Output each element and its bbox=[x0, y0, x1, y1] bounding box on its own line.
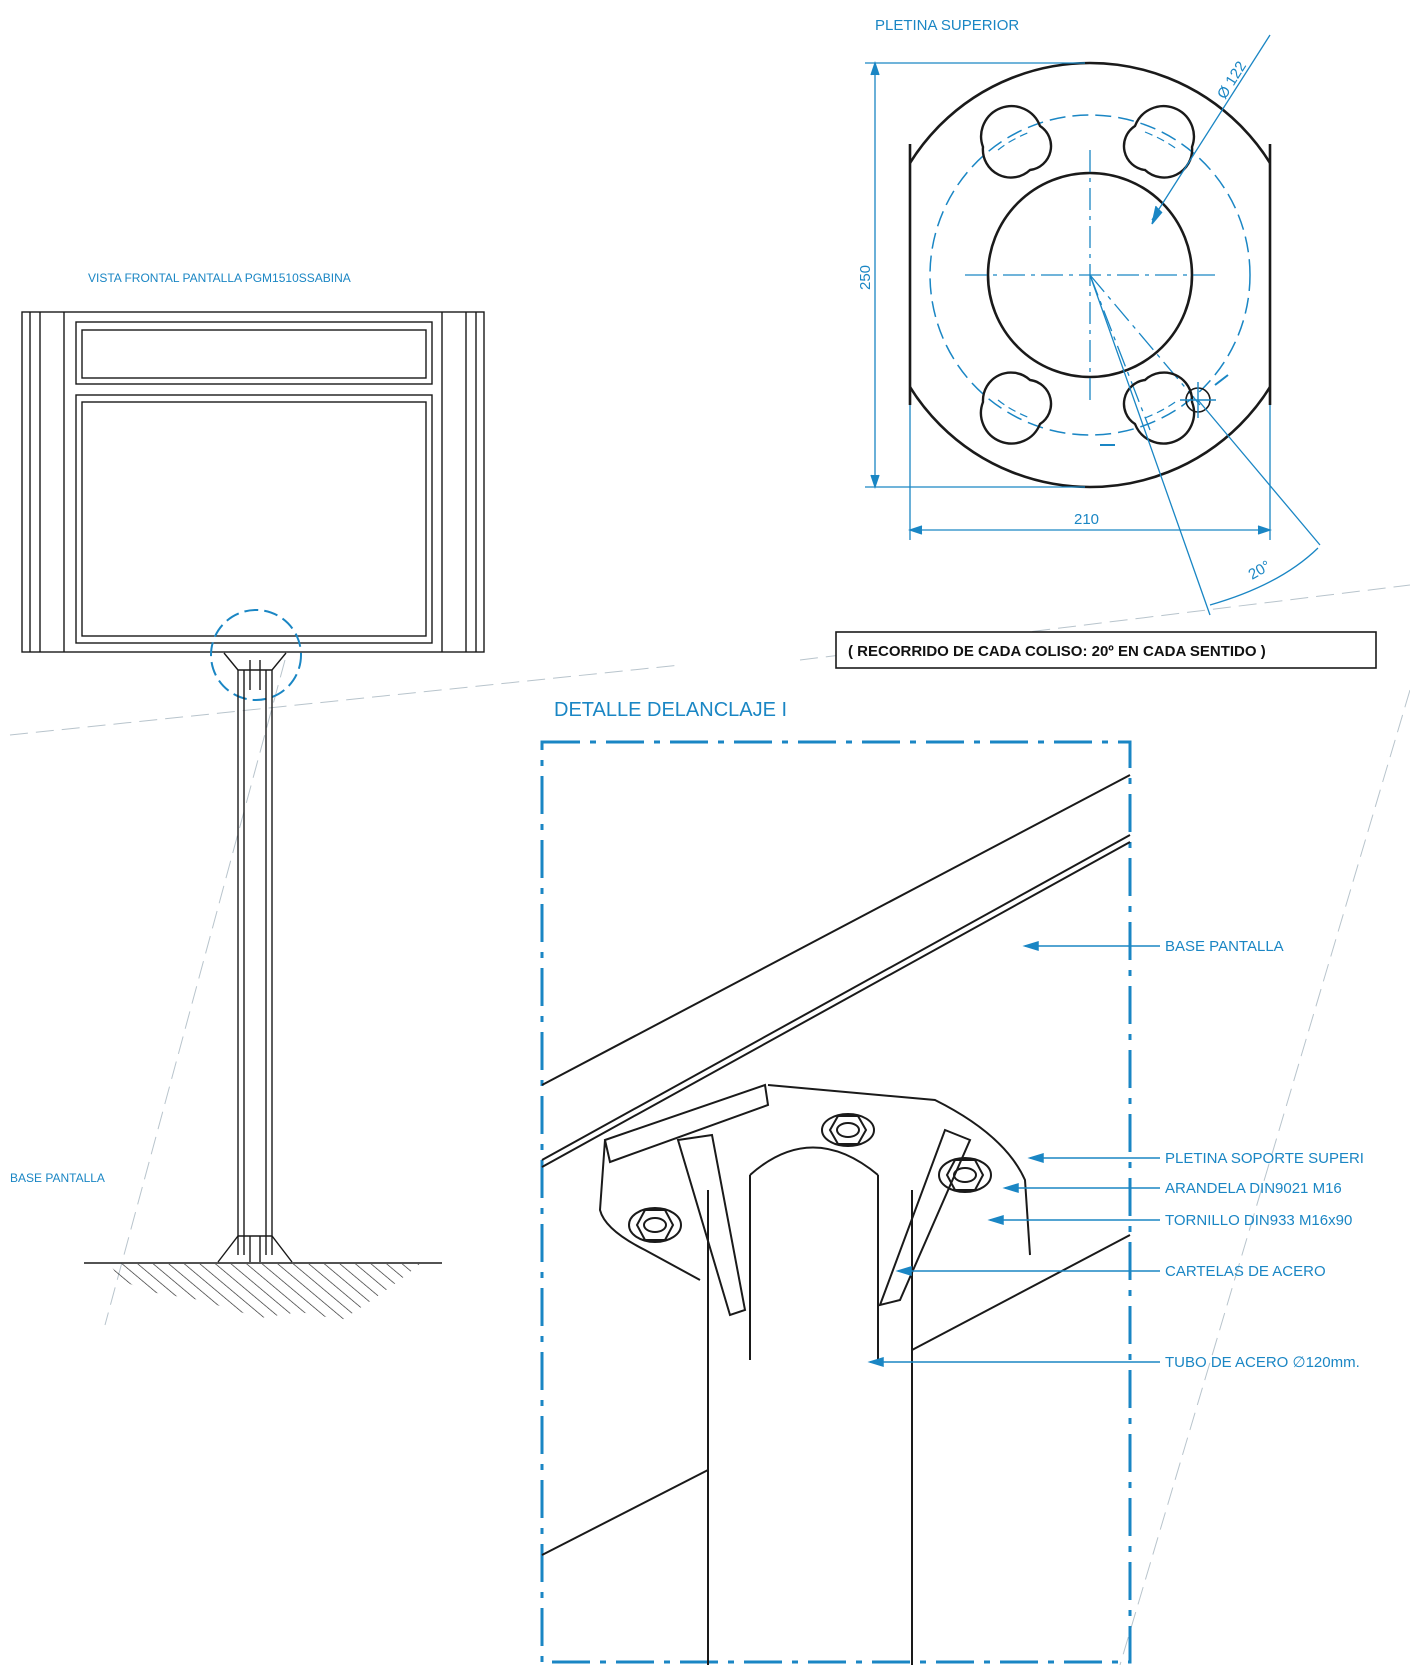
detail-title: DETALLE DELANCLAJE I bbox=[554, 699, 787, 721]
dim-angle bbox=[1089, 274, 1321, 616]
display-panel bbox=[75, 394, 433, 644]
construction-lines bbox=[9, 584, 1410, 1665]
detail-frame bbox=[540, 740, 1132, 1664]
front-view: VISTA FRONTAL PANTALLA PGM1510SSABINA bbox=[10, 271, 485, 1320]
top-plate-view: PLETINA SUPERIOR bbox=[835, 17, 1377, 669]
callout-tubo: TUBO DE ACERO ∅120mm. bbox=[1165, 1354, 1360, 1371]
anchor-detail: DETALLE DELANCLAJE I bbox=[540, 699, 1364, 1665]
bolt-circle bbox=[929, 114, 1251, 436]
dim-width-text: 210 bbox=[1074, 511, 1099, 528]
callout-tornillo: TORNILLO DIN933 M16x90 bbox=[1165, 1212, 1352, 1229]
dim-diameter bbox=[1151, 34, 1271, 225]
dim-width bbox=[907, 405, 1273, 540]
support-pole bbox=[217, 652, 293, 1263]
slot-centerlines bbox=[997, 131, 1179, 419]
center-hole bbox=[986, 171, 1194, 379]
center-lines bbox=[965, 150, 1215, 431]
dim-diameter-text: Ø 122 bbox=[1214, 58, 1250, 102]
callout-arandela: ARANDELA DIN9021 M16 bbox=[1165, 1180, 1342, 1197]
slotted-holes bbox=[979, 104, 1196, 445]
front-base-label: BASE PANTALLA bbox=[10, 1171, 105, 1185]
plate-outline bbox=[910, 61, 1270, 489]
dim-angle-text: 20° bbox=[1246, 557, 1274, 583]
top-plate-title: PLETINA SUPERIOR bbox=[875, 17, 1019, 34]
callout-leaders bbox=[867, 940, 1160, 1368]
travel-note-box bbox=[835, 631, 1377, 669]
callout-cartelas: CARTELAS DE ACERO bbox=[1165, 1263, 1326, 1280]
dim-height-text: 250 bbox=[857, 265, 874, 290]
screen-frame bbox=[21, 311, 485, 653]
travel-note: ( RECORRIDO DE CADA COLISO: 20º EN CADA … bbox=[848, 643, 1266, 660]
ground bbox=[84, 1262, 442, 1320]
dim-height bbox=[865, 60, 1085, 490]
detail-circle bbox=[210, 609, 302, 701]
callout-base-pantalla: BASE PANTALLA bbox=[1165, 938, 1284, 955]
front-view-title: VISTA FRONTAL PANTALLA PGM1510SSABINA bbox=[88, 271, 351, 285]
detail-geometry bbox=[541, 774, 1131, 1665]
callout-pletina-soporte: PLETINA SOPORTE SUPERI bbox=[1165, 1150, 1364, 1167]
upper-panel bbox=[75, 321, 433, 385]
